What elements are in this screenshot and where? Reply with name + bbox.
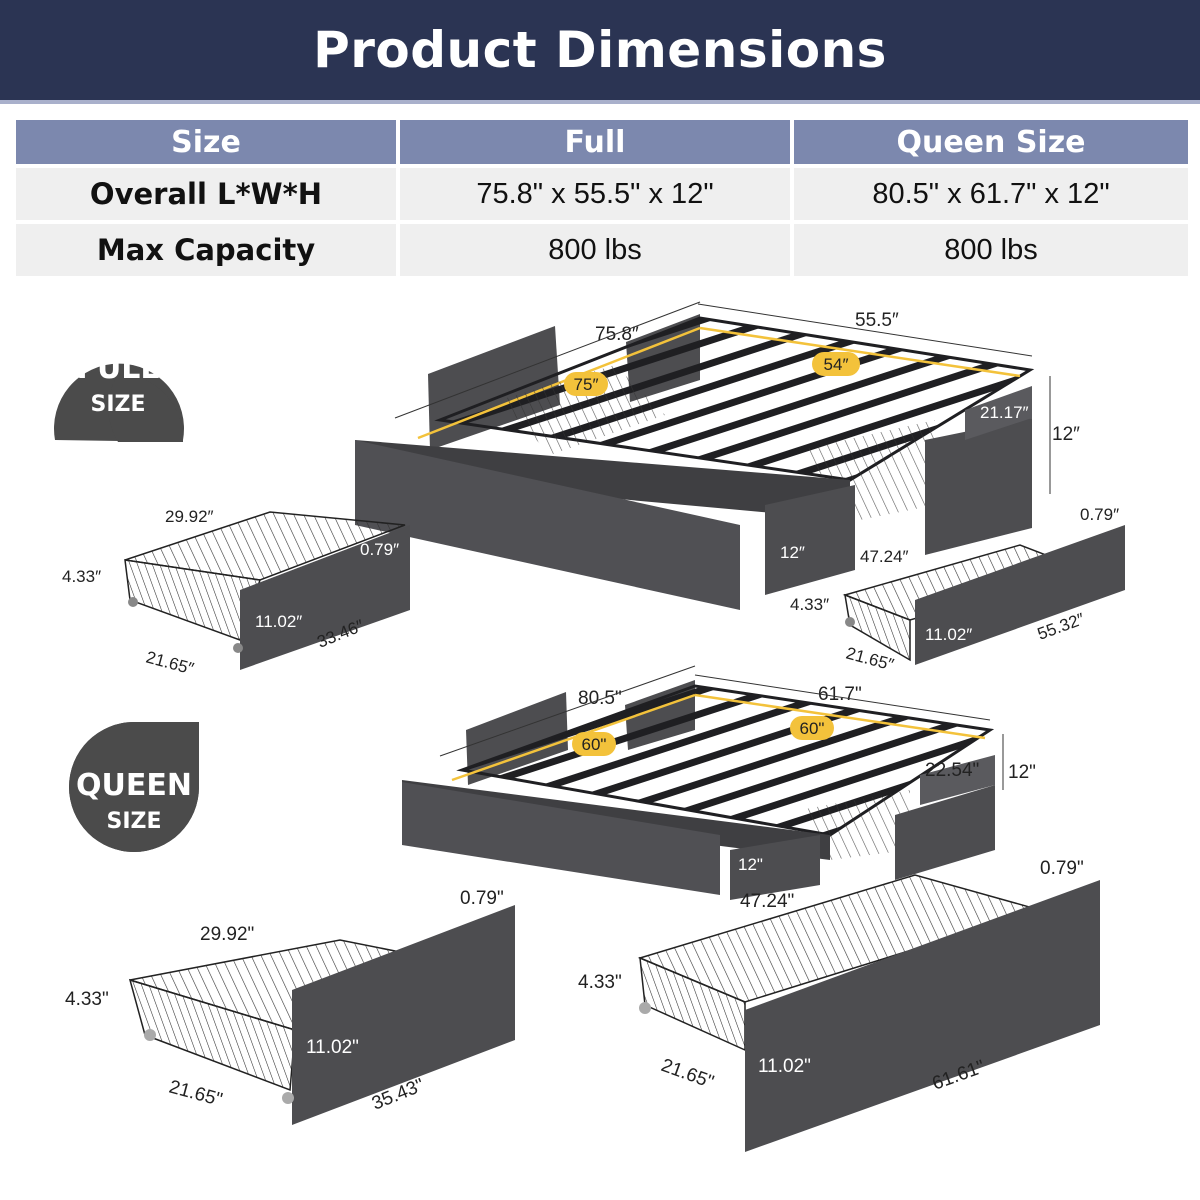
full-small-drawer-height: 4.33″ bbox=[62, 567, 101, 586]
queen-inner-width-pill bbox=[790, 716, 834, 740]
queen-small-drawer: 29.92" 0.79" 4.33" 11.02" 21.65" 35.43" bbox=[65, 888, 515, 1125]
queen-side-height-label: 12" bbox=[738, 855, 763, 874]
full-large-drawer-height: 4.33″ bbox=[790, 595, 829, 614]
queen-badge-line2: SIZE bbox=[106, 809, 161, 834]
full-inner-width-pill bbox=[812, 352, 860, 376]
full-size-badge: FULL SIZE bbox=[53, 351, 184, 442]
dimension-illustration: FULL SIZE 75.8″ 55.5″ 75″ 54″ 21.17″ bbox=[53, 301, 1125, 1152]
full-bed-dimensions: 75.8″ 55.5″ 75″ 54″ 21.17″ 12″ 12″ bbox=[394, 301, 1080, 562]
spec-table: Size Full Queen Size Overall L*W*H 75.8"… bbox=[12, 116, 1192, 280]
table-row: Max Capacity 800 lbs 800 lbs bbox=[16, 224, 1188, 276]
table-header-size: Size bbox=[16, 120, 396, 164]
queen-badge-line1: QUEEN bbox=[76, 768, 192, 803]
queen-inner-width-label: 60" bbox=[800, 719, 825, 738]
cell-full-capacity: 800 lbs bbox=[400, 224, 790, 276]
full-side-drawer-length: 47.24″ bbox=[860, 547, 909, 566]
queen-size-badge: QUEEN SIZE bbox=[69, 722, 199, 852]
row-label-dimensions: Overall L*W*H bbox=[16, 168, 396, 220]
cell-queen-capacity: 800 lbs bbox=[794, 224, 1188, 276]
full-inner-length-label: 75″ bbox=[574, 375, 599, 394]
cell-full-dimensions: 75.8" x 55.5" x 12" bbox=[400, 168, 790, 220]
queen-large-drawer-front-thickness: 0.79" bbox=[1040, 858, 1084, 879]
full-side-height-label: 12″ bbox=[780, 543, 805, 562]
queen-inner-length-label: 60" bbox=[582, 735, 607, 754]
full-small-drawer-front-thickness: 0.79″ bbox=[360, 540, 399, 559]
queen-small-drawer-depth: 29.92" bbox=[200, 924, 254, 945]
table-header-queen: Queen Size bbox=[794, 120, 1188, 164]
title-banner: Product Dimensions bbox=[0, 0, 1200, 104]
full-badge-line1: FULL bbox=[76, 351, 159, 386]
page-title: Product Dimensions bbox=[313, 21, 887, 79]
full-headboard-width-label: 21.17″ bbox=[980, 403, 1029, 422]
full-width-label: 55.5″ bbox=[855, 310, 899, 331]
full-badge-line2: SIZE bbox=[90, 392, 145, 417]
table-row: Overall L*W*H 75.8" x 55.5" x 12" 80.5" … bbox=[16, 168, 1188, 220]
queen-length-label: 80.5" bbox=[578, 688, 622, 709]
queen-inner-length-pill bbox=[572, 732, 616, 756]
full-bed-frame bbox=[355, 314, 1035, 610]
full-small-drawer-width: 21.65″ bbox=[144, 648, 196, 679]
table-header-full: Full bbox=[400, 120, 790, 164]
queen-bed-frame bbox=[402, 680, 995, 900]
full-small-drawer-depth: 29.92″ bbox=[165, 507, 214, 526]
full-large-drawer-front-height: 11.02″ bbox=[925, 625, 972, 644]
queen-large-drawer-height: 4.33" bbox=[578, 972, 622, 993]
queen-height-label: 12" bbox=[1008, 762, 1036, 783]
table-header-row: Size Full Queen Size bbox=[16, 120, 1188, 164]
queen-large-drawer: 0.79" 4.33" 11.02" 21.65" 61.61" bbox=[578, 858, 1100, 1152]
queen-small-drawer-front-height: 11.02" bbox=[306, 1037, 359, 1058]
row-label-capacity: Max Capacity bbox=[16, 224, 396, 276]
queen-small-drawer-front-thickness: 0.79" bbox=[460, 888, 504, 909]
full-small-drawer: 29.92″ 4.33″ 0.79″ 11.02″ 21.65″ 33.46″ bbox=[62, 507, 410, 678]
queen-large-drawer-front-height: 11.02" bbox=[758, 1056, 811, 1077]
queen-headboard-width-label: 22.54" bbox=[925, 760, 979, 781]
queen-side-drawer-length: 47.24" bbox=[740, 891, 794, 912]
queen-large-drawer-width: 21.65" bbox=[658, 1055, 716, 1093]
full-large-drawer-front-thickness: 0.79″ bbox=[1080, 505, 1119, 524]
full-inner-width-label: 54″ bbox=[824, 355, 849, 374]
full-inner-length-pill bbox=[564, 372, 608, 396]
queen-small-drawer-width: 21.65" bbox=[167, 1077, 225, 1111]
queen-small-drawer-height: 4.33" bbox=[65, 989, 109, 1010]
full-large-drawer-width: 21.65″ bbox=[844, 644, 896, 675]
queen-bed-dimensions: 80.5" 61.7" 60" 60" 22.54" 12" 12" 47.24… bbox=[439, 665, 1036, 912]
queen-width-label: 61.7" bbox=[818, 684, 862, 705]
full-length-label: 75.8″ bbox=[595, 324, 639, 345]
cell-queen-dimensions: 80.5" x 61.7" x 12" bbox=[794, 168, 1188, 220]
full-small-drawer-front-height: 11.02″ bbox=[255, 612, 302, 631]
full-height-label: 12″ bbox=[1052, 424, 1080, 445]
